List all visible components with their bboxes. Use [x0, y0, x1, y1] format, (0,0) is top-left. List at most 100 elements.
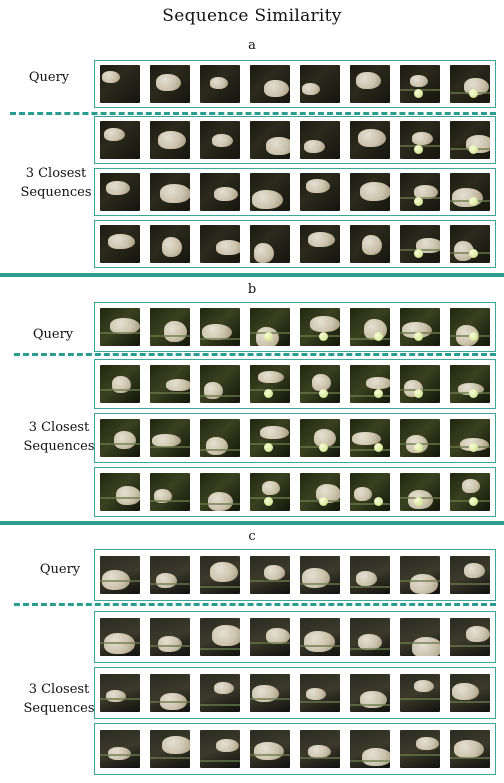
ball-object	[469, 389, 478, 398]
track-rail	[250, 754, 290, 756]
hand-shape	[264, 80, 289, 97]
hand-shape	[260, 426, 289, 439]
hand-shape	[304, 140, 325, 153]
video-frame	[250, 173, 290, 211]
query-label-a: Query	[28, 70, 70, 85]
track-rail	[100, 497, 140, 499]
hand-shape	[158, 131, 186, 149]
hand-shape	[108, 234, 135, 249]
ball-object	[469, 89, 478, 98]
track-rail	[300, 583, 340, 585]
video-frame	[100, 225, 140, 263]
ball-object	[469, 497, 478, 506]
video-frame	[200, 121, 240, 159]
hand-shape	[312, 374, 331, 391]
video-frame	[100, 674, 140, 712]
hand-shape	[452, 683, 479, 700]
video-frame	[200, 473, 240, 511]
video-frame	[250, 473, 290, 511]
ball-object	[414, 389, 423, 398]
closest-row-c-3	[94, 723, 496, 775]
hand-shape	[116, 486, 140, 505]
track-rail	[200, 338, 240, 340]
track-rail	[250, 698, 290, 700]
hand-shape	[358, 129, 386, 147]
video-frame	[300, 121, 340, 159]
ball-object	[414, 249, 423, 258]
hand-shape	[452, 188, 483, 207]
hand-shape	[216, 240, 240, 255]
video-frame	[350, 225, 390, 263]
video-frame	[100, 618, 140, 656]
hand-shape	[154, 489, 172, 503]
hand-shape	[108, 747, 131, 760]
ball-object	[319, 443, 328, 452]
section-label-c: c	[248, 529, 256, 544]
ball-object	[264, 332, 273, 341]
video-frame	[100, 556, 140, 594]
hand-shape	[264, 565, 285, 580]
video-frame	[100, 419, 140, 457]
hand-shape	[354, 487, 372, 501]
hand-shape	[214, 187, 238, 201]
hand-shape	[466, 626, 490, 642]
hand-shape	[258, 371, 284, 383]
track-rail	[150, 701, 190, 703]
hand-shape	[110, 318, 140, 334]
track-rail	[400, 754, 440, 756]
track-rail	[450, 583, 490, 585]
track-rail	[150, 446, 190, 448]
video-frame	[300, 674, 340, 712]
video-frame	[400, 556, 440, 594]
hand-shape	[156, 74, 181, 91]
ball-object	[374, 389, 383, 398]
track-rail	[200, 449, 240, 451]
video-frame	[300, 365, 340, 403]
video-frame	[300, 308, 340, 346]
hand-shape	[410, 75, 428, 87]
hand-shape	[416, 737, 439, 750]
hand-shape	[308, 232, 335, 247]
video-frame	[450, 65, 490, 103]
hand-shape	[104, 128, 125, 141]
hand-shape	[160, 184, 190, 203]
hand-shape	[356, 571, 377, 586]
hand-shape	[162, 736, 190, 754]
video-frame	[150, 65, 190, 103]
hand-shape	[158, 636, 182, 652]
video-frame	[150, 674, 190, 712]
video-frame	[350, 65, 390, 103]
track-rail	[100, 389, 140, 391]
track-rail	[350, 648, 390, 650]
hand-shape	[262, 481, 280, 495]
hand-shape	[462, 479, 480, 493]
ball-object	[469, 197, 478, 206]
video-frame	[350, 308, 390, 346]
hand-shape	[210, 77, 228, 89]
track-rail	[200, 704, 240, 706]
closest-label-a: 3 Closest Sequences	[20, 166, 92, 200]
closest-label-b: 3 Closest Sequences	[23, 420, 95, 454]
video-frame	[300, 225, 340, 263]
track-rail	[100, 580, 140, 582]
video-frame	[400, 618, 440, 656]
hand-shape	[414, 185, 438, 199]
ball-object	[469, 332, 478, 341]
track-rail	[400, 580, 440, 582]
video-frame	[450, 674, 490, 712]
video-frame	[350, 674, 390, 712]
hand-shape	[360, 182, 390, 201]
track-rail	[300, 645, 340, 647]
video-frame	[100, 173, 140, 211]
ball-object	[264, 443, 273, 452]
hand-shape	[314, 429, 336, 447]
hand-shape	[412, 637, 440, 656]
divider-dashed-b	[14, 353, 496, 356]
closest-row-c-1	[94, 611, 496, 663]
hand-shape	[352, 432, 381, 445]
hand-shape	[208, 492, 233, 511]
divider-dashed-a	[10, 112, 496, 115]
video-frame	[200, 556, 240, 594]
hand-shape	[412, 132, 433, 145]
video-frame	[200, 618, 240, 656]
